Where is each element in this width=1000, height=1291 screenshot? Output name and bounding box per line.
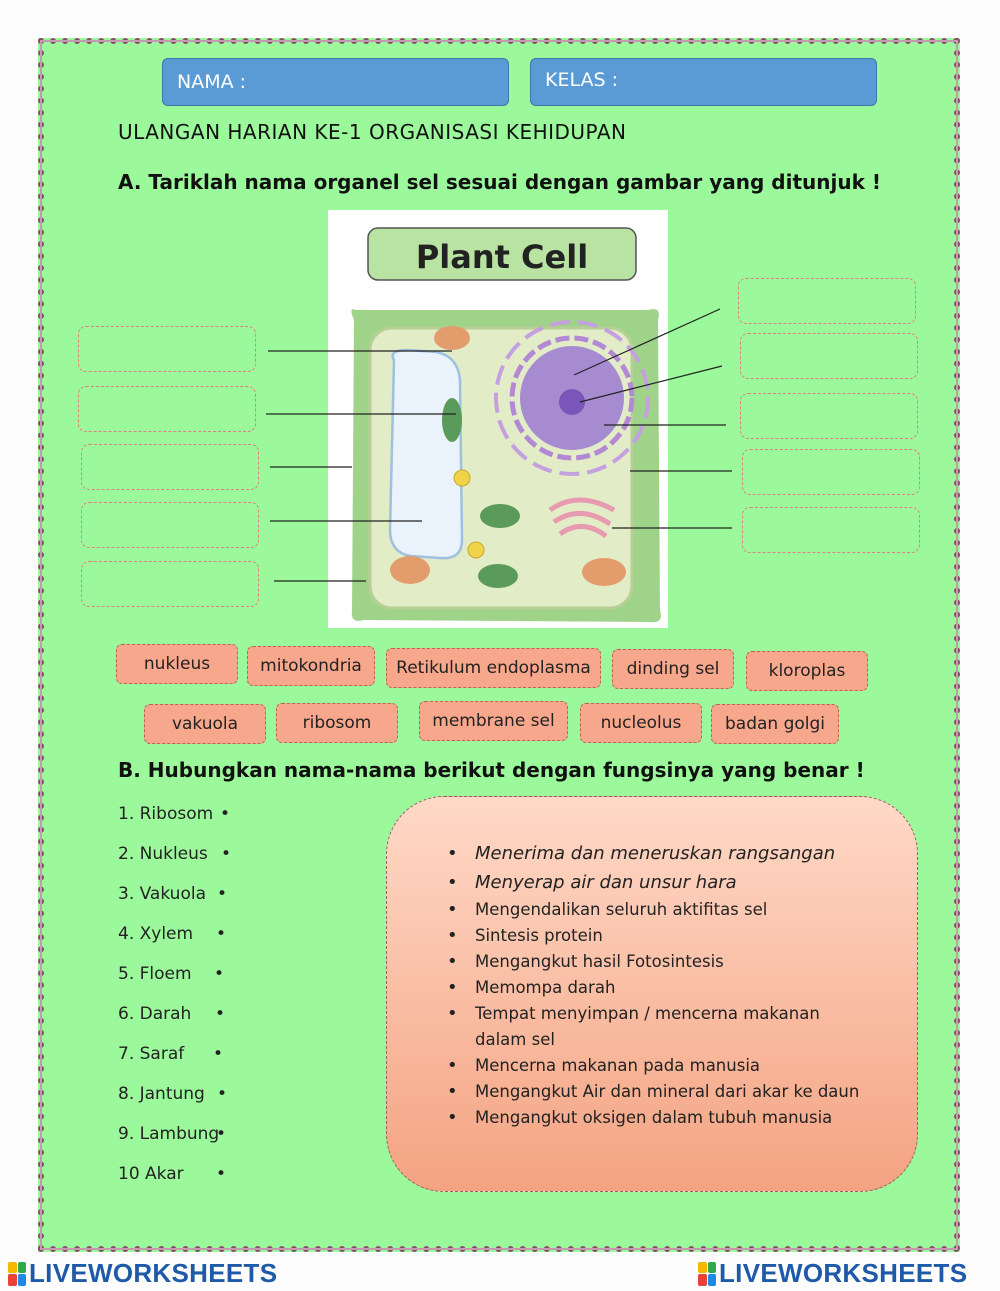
function-item-10[interactable]: Mengangkut oksigen dalam tubuh manusia — [445, 1105, 875, 1131]
nucleolus-shape — [559, 389, 585, 415]
chloroplast-shape-2 — [442, 398, 462, 442]
match-dot-4[interactable]: • — [216, 924, 227, 944]
chip-ribosom[interactable]: ribosom — [276, 703, 398, 743]
function-item-1[interactable]: Menerima dan meneruskan rangsangan — [445, 839, 875, 868]
golgi-shape — [548, 497, 616, 539]
chip-nukleus[interactable]: nukleus — [116, 644, 238, 684]
function-item-4[interactable]: Sintesis protein — [445, 923, 875, 949]
liveworksheets-badge-icon — [698, 1261, 716, 1286]
brand-text-left: LIVEWORKSHEETS — [29, 1258, 278, 1288]
functions-list: Menerima dan meneruskan rangsangan Menye… — [445, 839, 875, 1131]
mitochondria-shape-3 — [582, 558, 626, 586]
nama-label: NAMA : — [177, 71, 247, 93]
page-title: ULANGAN HARIAN KE-1 ORGANISASI KEHIDUPAN — [118, 120, 627, 144]
drop-target-right-1[interactable] — [738, 278, 916, 324]
drop-target-left-4[interactable] — [81, 502, 259, 548]
match-item-4: 4. Xylem — [118, 924, 194, 944]
section-b-instruction: B. Hubungkan nama-nama berikut dengan fu… — [118, 758, 865, 782]
nama-field[interactable]: NAMA : — [162, 58, 509, 106]
liveworksheets-badge-icon — [8, 1261, 26, 1286]
function-item-7[interactable]: Tempat menyimpan / mencerna makanan dala… — [445, 1001, 875, 1053]
match-item-10: 10 Akar — [118, 1164, 184, 1184]
section-a-instruction: A. Tariklah nama organel sel sesuai deng… — [118, 170, 881, 194]
match-item-8: 8. Jantung — [118, 1084, 205, 1104]
nuclear-envelope-shape — [509, 335, 635, 461]
chip-kloroplas[interactable]: kloroplas — [746, 651, 868, 691]
chip-mitokondria[interactable]: mitokondria — [247, 646, 375, 686]
match-dot-9[interactable]: • — [216, 1124, 227, 1144]
mitochondria-shape-2 — [390, 556, 430, 584]
function-item-6[interactable]: Memompa darah — [445, 975, 875, 1001]
liveworksheets-logo-right: LIVEWORKSHEETS — [698, 1258, 967, 1289]
drop-target-right-4[interactable] — [742, 449, 920, 495]
drop-target-right-2[interactable] — [740, 333, 918, 379]
function-item-2[interactable]: Menyerap air dan unsur hara — [445, 868, 875, 897]
kelas-label: KELAS : — [545, 69, 618, 91]
match-dot-2[interactable]: • — [221, 844, 232, 864]
match-dot-5[interactable]: • — [214, 964, 225, 984]
function-item-9[interactable]: Mengangkut Air dan mineral dari akar ke … — [445, 1079, 875, 1105]
chip-membrane-sel[interactable]: membrane sel — [419, 701, 568, 741]
plant-cell-title: Plant Cell — [416, 238, 588, 276]
plant-cell-title-box — [367, 227, 637, 281]
match-item-3: 3. Vakuola — [118, 884, 206, 904]
kelas-field[interactable]: KELAS : — [530, 58, 877, 106]
match-dot-10[interactable]: • — [216, 1164, 227, 1184]
match-item-2: 2. Nukleus — [118, 844, 208, 864]
match-dot-6[interactable]: • — [215, 1004, 226, 1024]
match-item-5: 5. Floem — [118, 964, 192, 984]
chip-vakuola[interactable]: vakuola — [144, 704, 266, 744]
match-item-7: 7. Saraf — [118, 1044, 185, 1064]
match-dot-1[interactable]: • — [220, 804, 231, 824]
mitochondria-shape-1 — [434, 326, 470, 350]
er-shape — [494, 320, 650, 476]
drop-target-left-1[interactable] — [78, 326, 256, 372]
vesicle-shape-2 — [467, 541, 485, 559]
chloroplast-shape-1 — [480, 504, 520, 528]
drop-target-left-3[interactable] — [81, 444, 259, 490]
chip-dinding-sel[interactable]: dinding sel — [612, 649, 734, 689]
brand-text-right: LIVEWORKSHEETS — [719, 1258, 968, 1288]
liveworksheets-logo-left: LIVEWORKSHEETS — [8, 1258, 277, 1289]
drop-target-right-3[interactable] — [740, 393, 918, 439]
chip-badan-golgi[interactable]: badan golgi — [711, 704, 839, 744]
plant-cell-illustration: Plant Cell — [351, 227, 661, 623]
match-dot-7[interactable]: • — [213, 1044, 224, 1064]
match-item-6: 6. Darah — [118, 1004, 192, 1024]
match-dot-8[interactable]: • — [217, 1084, 228, 1104]
drop-target-left-5[interactable] — [81, 561, 259, 607]
match-item-9: 9. Lambung — [118, 1124, 220, 1144]
functions-panel: Menerima dan meneruskan rangsangan Menye… — [386, 796, 918, 1192]
drop-target-right-5[interactable] — [742, 507, 920, 553]
pointer-lines — [266, 308, 732, 582]
function-item-3[interactable]: Mengendalikan seluruh aktifitas sel — [445, 897, 875, 923]
chloroplast-shape-3 — [478, 564, 518, 588]
chip-retikulum-endoplasma[interactable]: Retikulum endoplasma — [386, 648, 601, 688]
plant-cell-image: Plant Cell — [328, 210, 668, 628]
vesicle-shape-1 — [453, 469, 471, 487]
chip-nucleolus[interactable]: nucleolus — [580, 703, 702, 743]
function-item-8[interactable]: Mencerna makanan pada manusia — [445, 1053, 875, 1079]
drop-target-left-2[interactable] — [78, 386, 256, 432]
function-item-5[interactable]: Mengangkut hasil Fotosintesis — [445, 949, 875, 975]
match-item-1: 1. Ribosom — [118, 804, 214, 824]
match-dot-3[interactable]: • — [217, 884, 228, 904]
